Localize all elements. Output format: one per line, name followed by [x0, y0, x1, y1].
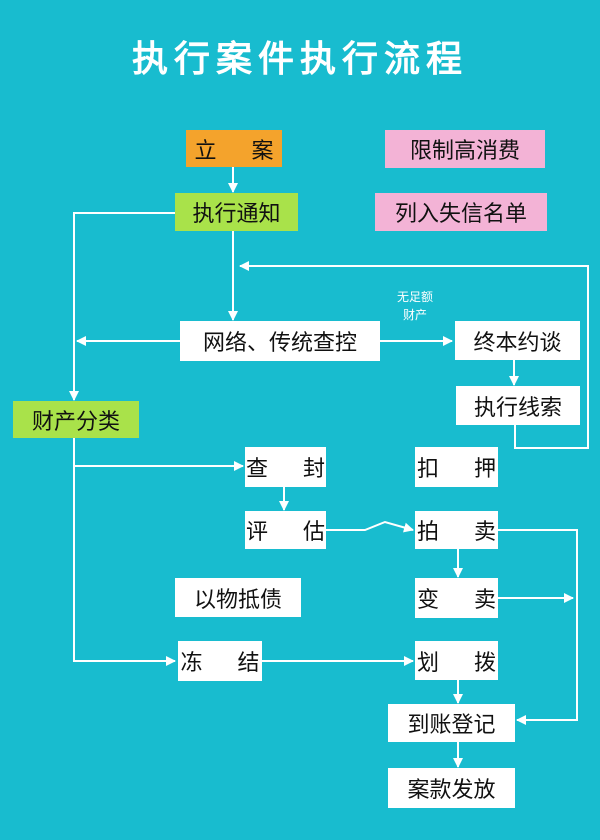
edge-label-line-1: 无足额: [396, 290, 433, 304]
node-paimai: 拍 卖: [415, 511, 498, 549]
node-caichan-fenlei: 财产分类: [13, 401, 139, 438]
arrow-fenlei-to-chafeng: [73, 437, 244, 471]
node-ankuan-fafang: 案款发放: [388, 768, 515, 808]
node-huabo: 划 拨: [415, 641, 498, 680]
arrow-tongzhi-to-fenlei: [69, 212, 175, 401]
node-yiwu-dizhai: 以物抵债: [175, 578, 301, 617]
arrow-pinggu-to-paimai: [326, 520, 414, 533]
edge-label-insufficient-assets: 无足额 财产: [380, 288, 450, 324]
arrow-xiansuo-loop-back: [239, 261, 589, 449]
arrow-paimai-to-right-rail: [498, 529, 578, 725]
node-lieru-shixin: 列入失信名单: [375, 193, 547, 231]
node-zhongben-yuetan: 终本约谈: [455, 321, 580, 360]
arrow-fenlei-to-dongjie: [73, 466, 176, 666]
node-chafeng: 查 封: [245, 447, 326, 487]
node-zhixing-tongzhi: 执行通知: [175, 193, 298, 231]
page-title: 执行案件执行流程: [131, 39, 468, 80]
node-pinggu: 评 估: [245, 511, 326, 549]
node-kouya: 扣 押: [415, 447, 498, 487]
edge-label-line-2: 财产: [402, 308, 427, 322]
node-biammai: 变 卖: [415, 578, 498, 618]
node-wangluo-chakong: 网络、传统查控: [180, 321, 380, 361]
node-daozhang-dengji: 到账登记: [388, 704, 515, 742]
node-xianzhi-gaoxiaofei: 限制高消费: [385, 130, 545, 168]
node-lian: 立 案: [186, 130, 282, 167]
node-zhixing-xiansuo: 执行线索: [456, 386, 580, 425]
node-dongjie: 冻 结: [178, 641, 262, 681]
